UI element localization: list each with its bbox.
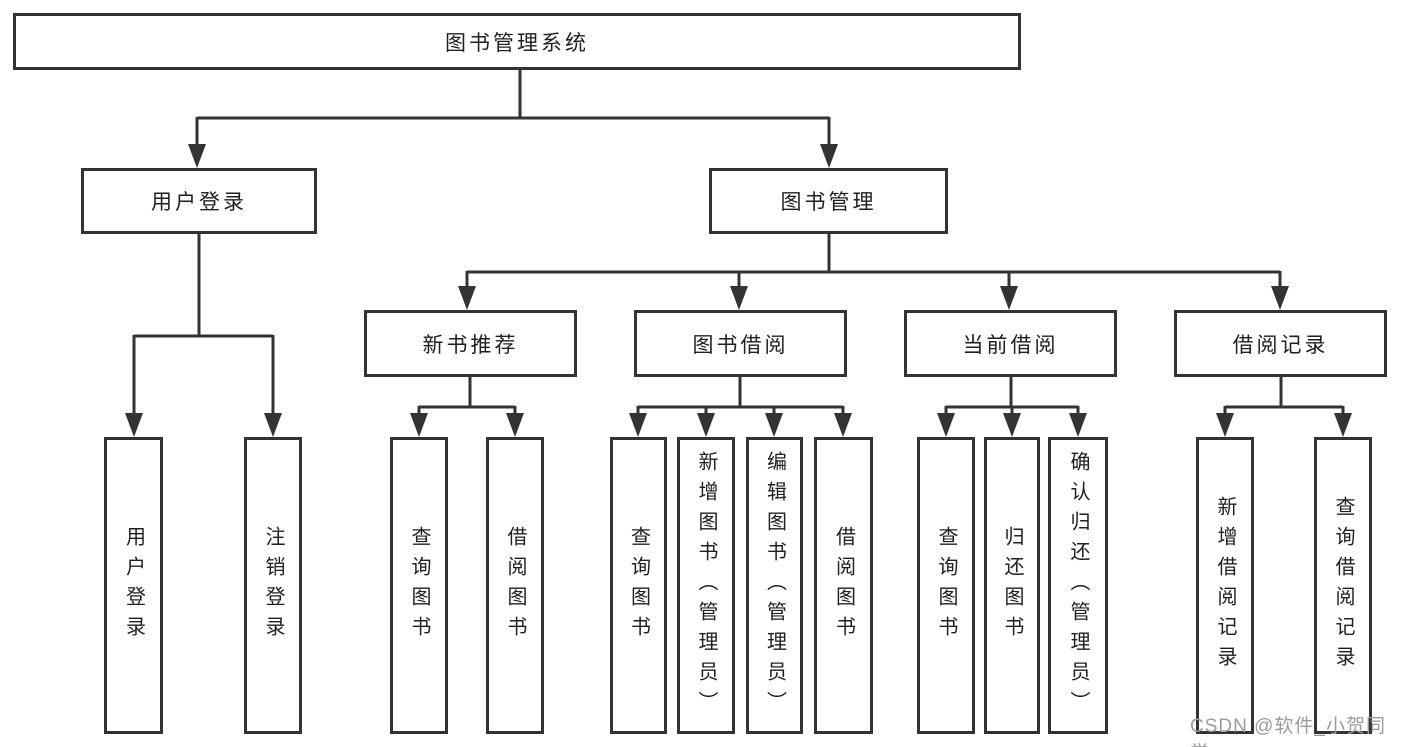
node-book-management-label: 图书管理 [780,191,877,214]
leaf-cb-return-books-label: 归还图书 [1001,525,1023,646]
leaf-bb-query-books-label: 查询图书 [627,525,650,646]
leaf-bb-edit-books: 编辑图书（管理员） [746,437,803,734]
leaf-nb-query-books-label: 查询图书 [408,525,430,646]
leaf-bb-borrow-books-label: 借阅图书 [832,525,855,646]
node-new-book-recommend-label: 新书推荐 [422,333,519,357]
node-book-management: 图书管理 [709,168,948,234]
leaf-nb-query-books: 查询图书 [390,437,448,734]
node-new-book-recommend: 新书推荐 [364,310,577,377]
leaf-bb-add-books: 新增图书（管理员） [677,437,735,734]
leaf-br-add-record: 新增借阅记录 [1196,437,1254,734]
arrowheads [125,144,1352,437]
node-current-borrowing-label: 当前借阅 [962,333,1059,357]
node-root: 图书管理系统 [13,13,1021,70]
leaf-cb-confirm-return: 确认归还（管理员） [1048,437,1108,734]
leaf-user-login: 用户登录 [104,437,163,734]
leaf-bb-edit-books-label: 编辑图书（管理员） [763,450,786,721]
node-current-borrowing: 当前借阅 [904,310,1117,377]
node-book-borrowing: 图书借阅 [634,310,847,377]
leaf-br-query-record: 查询借阅记录 [1314,437,1372,734]
node-borrowing-records: 借阅记录 [1174,310,1387,377]
leaf-br-add-record-label: 新增借阅记录 [1214,495,1236,676]
leaf-bb-borrow-books: 借阅图书 [814,437,873,734]
leaf-nb-borrow-books: 借阅图书 [486,437,544,734]
leaf-logout: 注销登录 [244,437,302,734]
leaf-cb-return-books: 归还图书 [984,437,1040,734]
node-book-borrowing-label: 图书借阅 [692,333,789,357]
leaf-logout-label: 注销登录 [262,525,284,646]
leaf-nb-borrow-books-label: 借阅图书 [504,525,526,646]
leaf-cb-query-books-label: 查询图书 [935,525,957,646]
node-user-login: 用户登录 [81,168,317,234]
leaf-cb-confirm-return-label: 确认归还（管理员） [1067,450,1089,721]
leaf-bb-add-books-label: 新增图书（管理员） [695,450,717,721]
leaf-bb-query-books: 查询图书 [610,437,667,734]
leaf-br-query-record-label: 查询借阅记录 [1332,495,1354,676]
node-root-label: 图书管理系统 [445,31,589,55]
leaf-user-login-label: 用户登录 [122,525,145,646]
node-user-login-label: 用户登录 [151,191,247,214]
leaf-cb-query-books: 查询图书 [917,437,975,734]
node-borrowing-records-label: 借阅记录 [1232,333,1329,357]
csdn-watermark: CSDN @软件_小贺同学 [1190,716,1386,747]
